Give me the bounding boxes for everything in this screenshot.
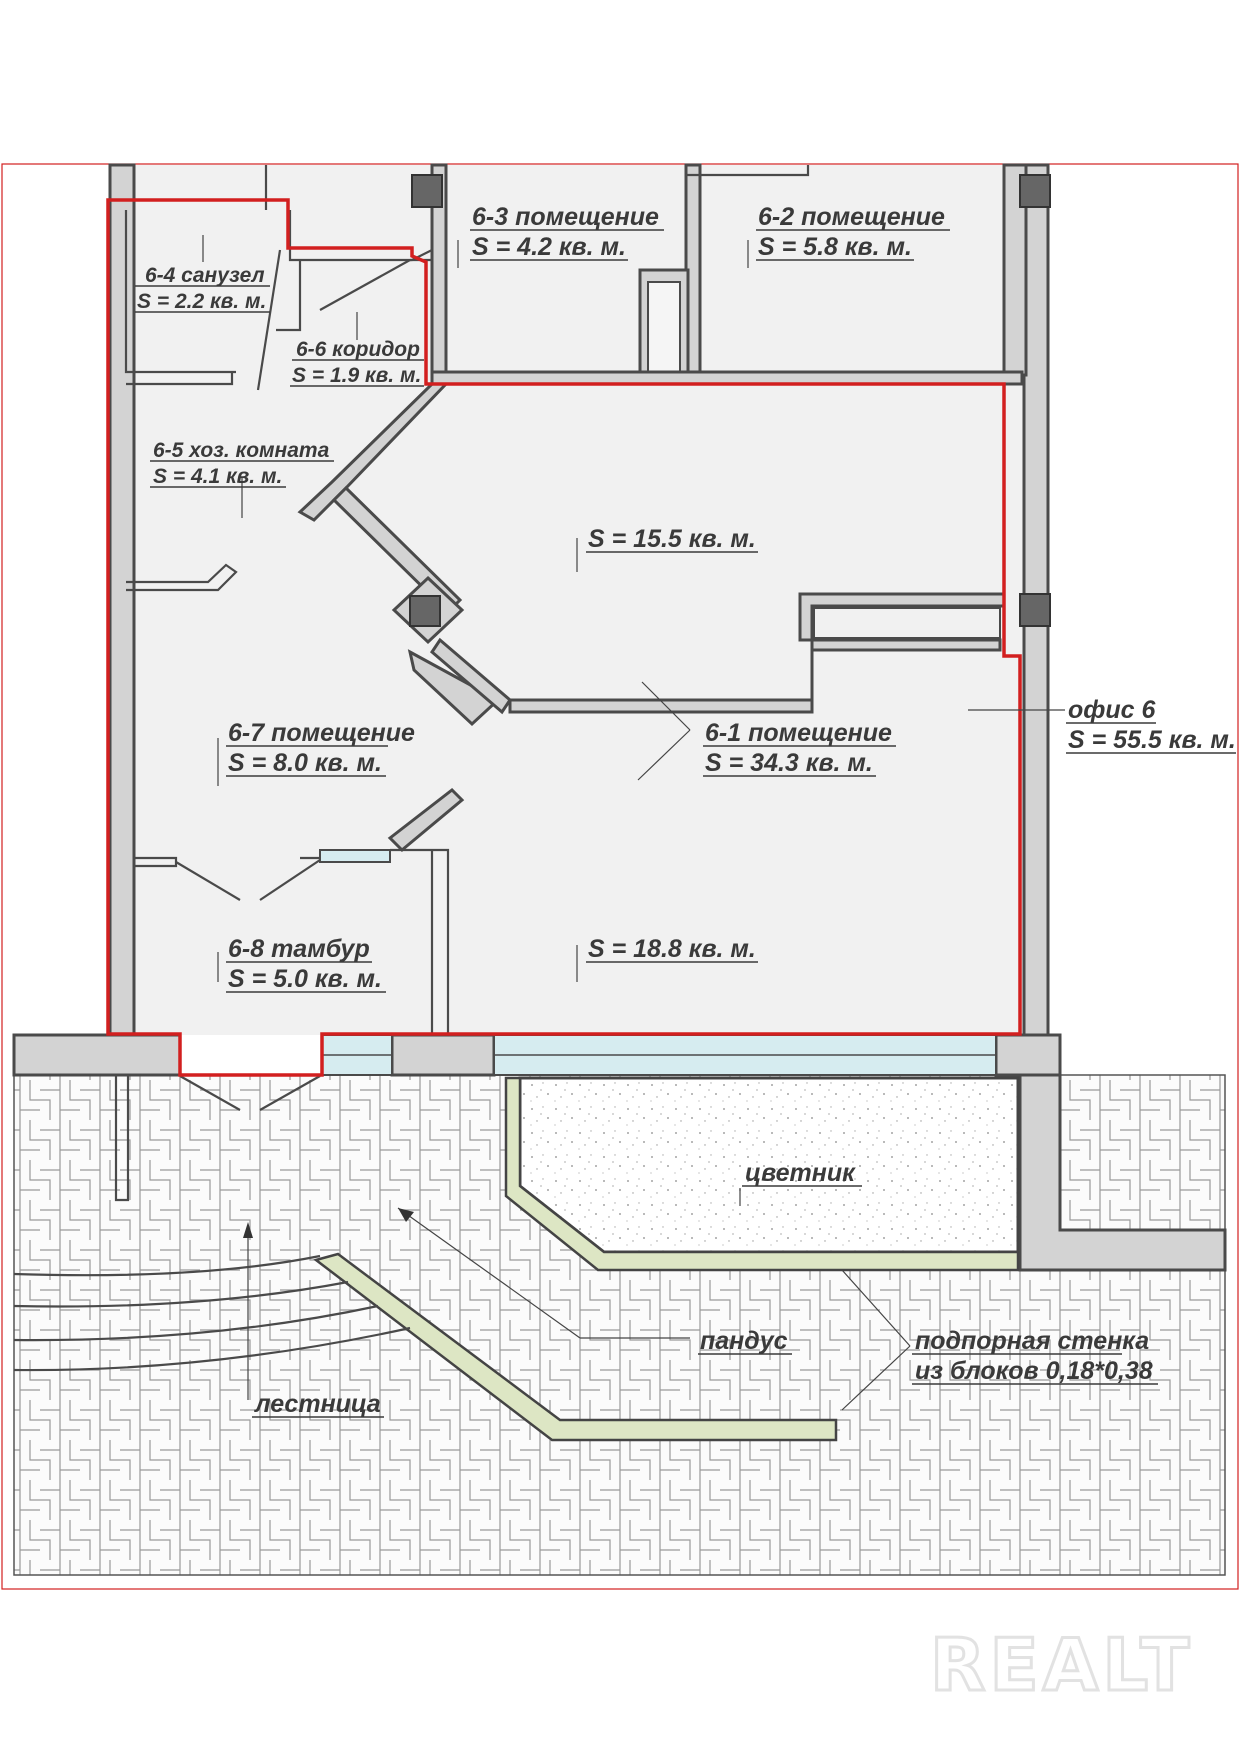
pillar-center	[409, 595, 441, 627]
room-6-1-bottom-area: S = 18.8 кв. м.	[588, 935, 756, 963]
stair-step-3	[13, 1304, 379, 1342]
room-6-1-bottom-label: S = 18.8 кв. м.	[586, 935, 758, 963]
front-wall-right	[994, 1033, 1062, 1077]
left-post	[114, 1075, 130, 1202]
flowerbed-border	[504, 1076, 1020, 1272]
office-boundary	[106, 198, 1022, 1077]
mid-niche	[813, 607, 1001, 639]
corridor-door	[319, 259, 411, 311]
stairs-label: лестница	[254, 1390, 381, 1418]
room-6-1-area: S = 34.3 кв. м.	[705, 749, 873, 777]
room-6-1-top-label: S = 15.5 кв. м.	[586, 525, 758, 553]
room-6-2-name: 6-2 помещение	[758, 203, 945, 231]
room-6-6-label: 6-6 коридор S = 1.9 кв. м.	[290, 338, 424, 387]
realt-watermark: REALT	[930, 1623, 1193, 1707]
ramp-retaining-wall	[313, 1252, 838, 1442]
room-6-4-name: 6-4 санузел	[145, 264, 265, 287]
office-name: офис 6	[1068, 696, 1157, 724]
ramp-label: пандус	[700, 1327, 788, 1355]
room-6-3-name: 6-3 помещение	[472, 203, 659, 231]
room-6-6-area: S = 1.9 кв. м.	[292, 364, 421, 387]
vestibule-door-left	[175, 861, 241, 901]
room-6-4-area: S = 2.2 кв. м.	[137, 290, 266, 313]
vestibule-door-right	[259, 859, 321, 901]
stair-inner	[647, 281, 681, 373]
room-6-3-area: S = 4.2 кв. м.	[472, 233, 626, 261]
wall-6-3-top-notch	[684, 165, 810, 177]
room-6-7-area: S = 8.0 кв. м.	[228, 749, 382, 777]
stair-step-2	[13, 1280, 349, 1308]
pillar-right-mid	[1019, 593, 1051, 627]
room-6-8-name: 6-8 тамбур	[228, 935, 370, 963]
right-protrusion-wall	[1018, 1073, 1227, 1272]
left-exterior-wall	[108, 163, 136, 1037]
flowerbed-label: цветник	[745, 1159, 856, 1187]
bathroom-walls	[124, 165, 433, 386]
diagonal-wall-lower	[430, 637, 512, 715]
entrance-door	[179, 1075, 321, 1111]
room-6-5-label: 6-5 хоз. комната S = 4.1 кв. м.	[150, 439, 334, 488]
room-6-1-label: 6-1 помещение S = 34.3 кв. м.	[703, 719, 896, 777]
retaining-wall-label-2: из блоков 0,18*0,38	[915, 1357, 1153, 1385]
vestibule-window	[319, 849, 391, 863]
room-6-8-label: 6-8 тамбур S = 5.0 кв. м.	[226, 935, 386, 993]
retaining-wall-label-1: подпорная стенка	[915, 1327, 1149, 1355]
office-label: офис 6 S = 55.5 кв. м.	[1066, 696, 1236, 754]
mid-horizontal-wall	[508, 592, 1006, 714]
front-wall-mid	[390, 1033, 496, 1077]
room-6-2-area: S = 5.8 кв. м.	[758, 233, 912, 261]
front-wall-left	[12, 1033, 182, 1077]
pillar-top-left	[411, 174, 443, 208]
sheet-frame	[1, 163, 1239, 1590]
room-6-5-name: 6-5 хоз. комната	[153, 439, 330, 462]
outdoor-labels: цветник пандус подпорная стенка из блоко…	[252, 1159, 1158, 1418]
room-6-1-top-area: S = 15.5 кв. м.	[588, 525, 756, 553]
room-6-8-area: S = 5.0 кв. м.	[228, 965, 382, 993]
office-area: S = 55.5 кв. м.	[1068, 726, 1236, 754]
room-6-3-label: 6-3 помещение S = 4.2 кв. м.	[470, 203, 664, 261]
stair-step-1	[13, 1254, 321, 1277]
lower-diagonal-stub	[387, 788, 465, 853]
leader-lines	[202, 235, 1065, 1411]
room-6-1-name: 6-1 помещение	[705, 719, 892, 747]
room-6-5-area: S = 4.1 кв. м.	[153, 465, 282, 488]
storage-bottom-wall	[126, 563, 238, 592]
wall-top-horizontal	[430, 370, 1024, 386]
stair-step-4	[13, 1326, 411, 1372]
pillar-top-right	[1019, 174, 1051, 208]
room-6-7-name: 6-7 помещение	[228, 719, 415, 747]
room-6-7-label: 6-7 помещение S = 8.0 кв. м.	[226, 719, 415, 777]
room-6-4-label: 6-4 санузел S = 2.2 кв. м.	[135, 264, 270, 313]
room-6-6-name: 6-6 коридор	[296, 338, 420, 361]
room-6-2-label: 6-2 помещение S = 5.8 кв. м.	[756, 203, 950, 261]
bathroom-door	[256, 249, 282, 391]
